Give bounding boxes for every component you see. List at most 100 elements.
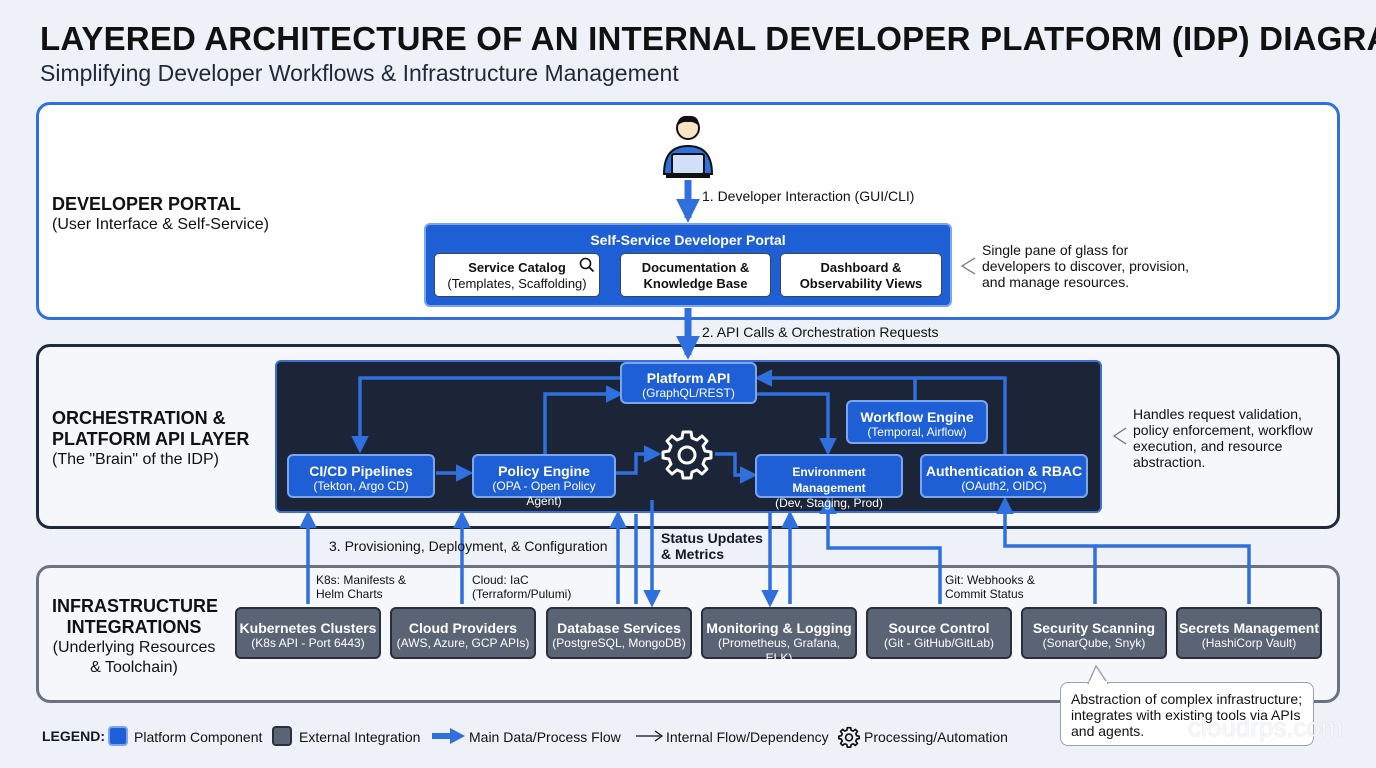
- portal-note-line: and manage resources.: [982, 274, 1130, 290]
- external-integration-swatch: [272, 726, 292, 746]
- orch-note-line: Handles request validation,: [1133, 406, 1302, 422]
- search-icon: [579, 257, 595, 273]
- security-name: Security Scanning: [1032, 620, 1156, 636]
- cicd-name: CI/CD Pipelines: [309, 463, 413, 479]
- git-side-label: Git: Webhooks & Commit Status: [945, 573, 1035, 601]
- portal-note: Single pane of glass for developers to d…: [982, 242, 1189, 290]
- infra-callout: Abstraction of complex infrastructure; i…: [1060, 682, 1314, 746]
- dashboard-observability[interactable]: Dashboard & Observability Views: [780, 253, 942, 297]
- k8s-side-label: K8s: Manifests & Helm Charts: [316, 573, 406, 601]
- orch-note-line: abstraction.: [1133, 454, 1206, 470]
- flow-label-2: 2. API Calls & Orchestration Requests: [702, 324, 939, 340]
- legend-main-flow: Main Data/Process Flow: [469, 729, 621, 745]
- secrets-management[interactable]: Secrets Management (HashiCorp Vault): [1176, 607, 1322, 659]
- cloud-side-line: (Terraform/Pulumi): [472, 587, 572, 601]
- orch-layer-name: PLATFORM API LAYER: [52, 429, 250, 449]
- kubernetes-clusters[interactable]: Kubernetes Clusters (K8s API - Port 6443…: [235, 607, 381, 659]
- service-catalog-desc: (Templates, Scaffolding): [447, 276, 587, 291]
- portal-note-bracket: [960, 257, 976, 275]
- k8s-side-line: K8s: Manifests &: [316, 573, 407, 587]
- cloud-desc: (AWS, Azure, GCP APIs): [396, 636, 530, 650]
- k8s-desc: (K8s API - Port 6443): [251, 636, 365, 650]
- orch-note-bracket: [1112, 427, 1127, 445]
- policy-engine[interactable]: Policy Engine (OPA - Open Policy Agent): [472, 454, 616, 508]
- monitoring-desc: (Prometheus, Grafana, ELK): [717, 636, 841, 665]
- db-desc: (PostgreSQL, MongoDB): [552, 636, 686, 650]
- monitoring-name: Monitoring & Logging: [706, 620, 852, 636]
- env-name: Environment Management: [792, 465, 866, 495]
- orch-note-line: execution, and resource: [1133, 438, 1283, 454]
- secrets-to-auth-connector: [1095, 544, 1251, 604]
- infra-layer-name: INTEGRATIONS: [66, 617, 202, 637]
- watermark: cloudrps.com: [1188, 712, 1343, 742]
- gear-to-env-connector: [715, 452, 758, 484]
- internal-flow-arrow-icon: [636, 730, 664, 742]
- monitoring-logging[interactable]: Monitoring & Logging (Prometheus, Grafan…: [701, 607, 857, 665]
- security-scanning[interactable]: Security Scanning (SonarQube, Snyk): [1021, 607, 1167, 659]
- portal-note-line: Single pane of glass for: [982, 242, 1129, 258]
- platform-api[interactable]: Platform API (GraphQL/REST): [620, 362, 757, 404]
- legend-processing: Processing/Automation: [864, 729, 1008, 745]
- auth-name: Authentication & RBAC: [925, 463, 1083, 479]
- dashboard-desc: Observability Views: [799, 276, 923, 291]
- cloud-providers[interactable]: Cloud Providers (AWS, Azure, GCP APIs): [390, 607, 536, 659]
- gear-icon: [661, 428, 713, 480]
- security-to-auth-connector: [996, 496, 1097, 604]
- infra-layer-sub: (Underlying Resources: [52, 639, 216, 656]
- flow-label-1: 1. Developer Interaction (GUI/CLI): [702, 188, 915, 204]
- source-control[interactable]: Source Control (Git - GitHub/GitLab): [866, 607, 1012, 659]
- legend-external-integration: External Integration: [299, 729, 421, 745]
- policy-to-gear-connector: [616, 445, 662, 475]
- infra-layer-heading: INFRASTRUCTURE INTEGRATIONS (Underlying …: [52, 596, 218, 678]
- authentication-rbac[interactable]: Authentication & RBAC (OAuth2, OIDC): [920, 454, 1088, 498]
- db-name: Database Services: [557, 620, 681, 636]
- legend-title: LEGEND:: [42, 728, 105, 744]
- database-services[interactable]: Database Services (PostgreSQL, MongoDB): [546, 607, 692, 659]
- infra-layer-sub: & Toolchain): [90, 659, 178, 676]
- status-updates-label: Status Updates & Metrics: [661, 530, 763, 562]
- cloud-name: Cloud Providers: [408, 620, 518, 636]
- orch-note: Handles request validation, policy enfor…: [1133, 406, 1313, 470]
- portal-layer-name: DEVELOPER PORTAL: [52, 194, 241, 214]
- auth-to-api-connector: [754, 369, 1007, 456]
- git-side-line: Git: Webhooks &: [945, 573, 1035, 587]
- env-desc: (Dev, Staging, Prod): [775, 496, 883, 510]
- source-desc: (Git - GitHub/GitLab): [883, 636, 995, 650]
- auth-desc: (OAuth2, OIDC): [961, 479, 1047, 493]
- service-catalog-name: Service Catalog: [468, 260, 566, 275]
- status-updates-line: Status Updates: [661, 530, 763, 546]
- processing-gear-icon: [838, 726, 860, 748]
- documentation-knowledge-base[interactable]: Documentation & Knowledge Base: [620, 253, 771, 297]
- service-catalog[interactable]: Service Catalog (Templates, Scaffolding): [434, 253, 600, 297]
- callout-pointer: [1087, 664, 1109, 684]
- secrets-desc: (HashiCorp Vault): [1201, 636, 1297, 650]
- source-name: Source Control: [888, 620, 990, 636]
- diagram-subtitle: Simplifying Developer Workflows & Infras…: [40, 60, 679, 86]
- diagram-title: LAYERED ARCHITECTURE OF AN INTERNAL DEVE…: [40, 20, 1376, 57]
- secrets-name: Secrets Management: [1178, 620, 1320, 636]
- workflow-engine[interactable]: Workflow Engine (Temporal, Airflow): [846, 400, 988, 444]
- legend-internal-flow: Internal Flow/Dependency: [666, 729, 829, 745]
- developer-laptop-icon: [660, 112, 716, 180]
- callout-line: and agents.: [1071, 723, 1145, 739]
- k8s-side-line: Helm Charts: [316, 587, 383, 601]
- environment-management[interactable]: Environment Management (Dev, Staging, Pr…: [755, 454, 903, 510]
- orch-layer-heading: ORCHESTRATION & PLATFORM API LAYER (The …: [52, 408, 249, 470]
- docs-desc: Knowledge Base: [643, 276, 748, 291]
- security-desc: (SonarQube, Snyk): [1042, 636, 1146, 650]
- main-flow-arrow-icon: [432, 728, 465, 744]
- policy-desc: (OPA - Open Policy Agent): [492, 479, 596, 508]
- cicd-desc: (Tekton, Argo CD): [313, 479, 409, 493]
- orch-layer-name: ORCHESTRATION &: [52, 408, 226, 428]
- platform-component-swatch: [108, 726, 128, 746]
- workflow-engine-name: Workflow Engine: [860, 409, 974, 425]
- workflow-engine-desc: (Temporal, Airflow): [867, 425, 967, 439]
- orch-layer-sub: (The "Brain" of the IDP): [52, 451, 219, 468]
- cloud-side-line: Cloud: IaC: [472, 573, 529, 587]
- git-side-line: Commit Status: [945, 587, 1024, 601]
- cicd-pipelines[interactable]: CI/CD Pipelines (Tekton, Argo CD): [287, 454, 435, 498]
- portal-note-line: developers to discover, provision,: [982, 258, 1189, 274]
- api-to-env-connector: [757, 392, 837, 456]
- flow-label-3: 3. Provisioning, Deployment, & Configura…: [329, 538, 608, 554]
- cloud-side-label: Cloud: IaC (Terraform/Pulumi): [472, 573, 571, 601]
